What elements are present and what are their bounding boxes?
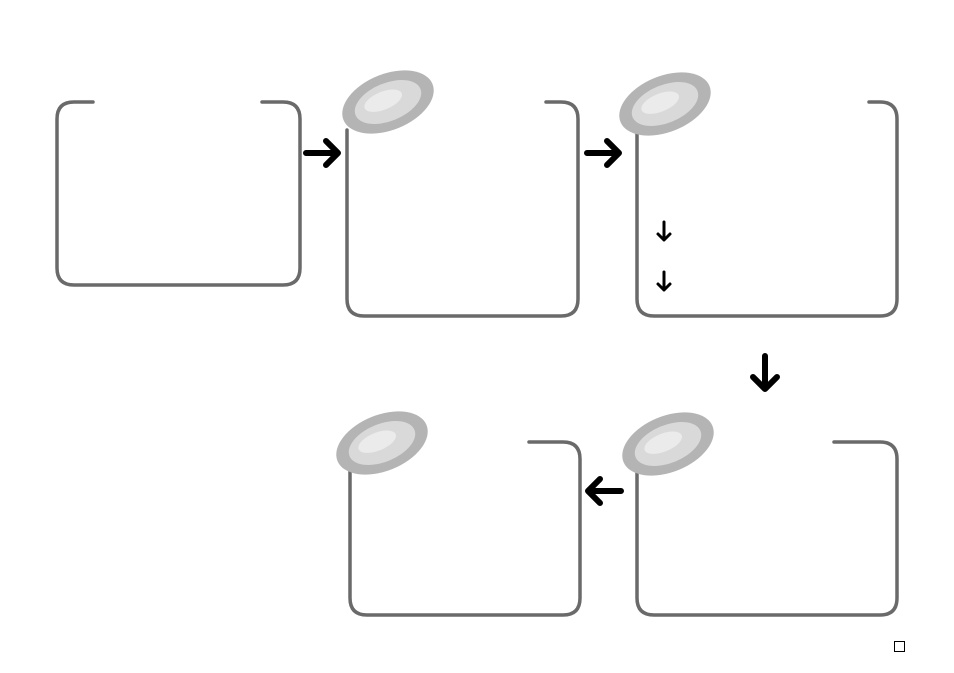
arrow-right-1 [303,138,341,168]
small-down-arrow-icon-2 [656,270,672,292]
process-box-3 [635,100,899,318]
process-box-2 [345,100,580,318]
process-box-5-badge [336,411,428,475]
process-box-5 [348,440,582,617]
arrow-left-1 [585,476,624,506]
process-box-3-list-item-1 [656,220,672,242]
process-box-2-badge [342,70,434,134]
arrow-down-1 [750,353,780,392]
arrow-right-2 [584,138,622,168]
process-box-1 [55,100,302,287]
small-down-arrow-icon-1 [656,220,672,242]
process-box-3-badge [619,72,711,136]
square-marker-icon [894,641,905,652]
process-box-3-list-item-2 [656,270,672,292]
process-box-4 [635,440,899,617]
process-box-4-badge [622,412,714,476]
